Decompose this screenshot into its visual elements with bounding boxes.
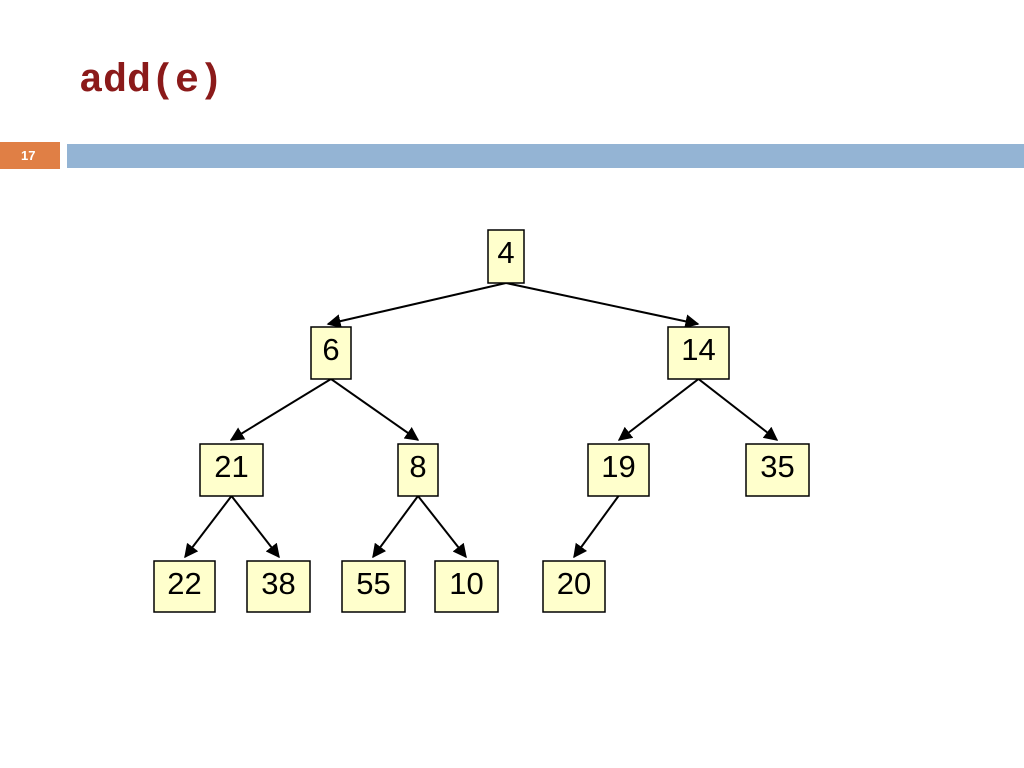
slide-title: add(e) <box>79 59 224 104</box>
heap-node-value: 4 <box>497 235 514 270</box>
heap-node-4: 4 <box>487 229 525 284</box>
heap-node-value: 38 <box>261 566 295 601</box>
edge-n21-n38 <box>230 495 280 559</box>
edge-n4-n6 <box>326 282 507 328</box>
title-rule-bar <box>67 144 1024 168</box>
heap-node-box <box>587 443 650 497</box>
heap-node-20: 20 <box>542 560 606 613</box>
heap-node-value: 19 <box>601 449 635 484</box>
page-number: 17 <box>21 148 36 163</box>
page-number-badge: 17 <box>0 142 60 169</box>
heap-node-10: 10 <box>434 560 499 613</box>
heap-node-value: 55 <box>356 566 390 601</box>
heap-edges <box>184 282 779 559</box>
heap-node-8: 8 <box>397 443 439 497</box>
edge-n21-n22 <box>184 495 233 559</box>
heap-node-box <box>434 560 499 613</box>
heap-node-22: 22 <box>153 560 216 613</box>
heap-node-value: 21 <box>214 449 248 484</box>
heap-node-value: 8 <box>409 449 426 484</box>
edge-n8-n55 <box>372 495 419 559</box>
heap-node-55: 55 <box>341 560 406 613</box>
heap-nodes: 4 6 14 21 8 19 35 22 38 55 10 20 <box>153 229 810 613</box>
heap-node-19: 19 <box>587 443 650 497</box>
heap-node-38: 38 <box>246 560 311 613</box>
heap-node-box <box>745 443 810 497</box>
heap-node-box <box>153 560 216 613</box>
heap-node-box <box>487 229 525 284</box>
heap-node-value: 10 <box>449 566 483 601</box>
heap-node-box <box>341 560 406 613</box>
heap-node-value: 22 <box>167 566 201 601</box>
heap-node-14: 14 <box>667 326 730 380</box>
heap-node-value: 14 <box>681 332 715 367</box>
edge-n6-n8 <box>330 378 420 441</box>
heap-node-box <box>667 326 730 380</box>
edge-n19-n20 <box>573 495 620 559</box>
heap-node-box <box>199 443 264 497</box>
heap-node-box <box>397 443 439 497</box>
heap-node-value: 35 <box>760 449 794 484</box>
heap-node-value: 6 <box>322 332 339 367</box>
heap-node-box <box>310 326 352 380</box>
heap-node-value: 20 <box>557 566 591 601</box>
heap-node-35: 35 <box>745 443 810 497</box>
heap-node-6: 6 <box>310 326 352 380</box>
edge-n6-n21 <box>229 378 332 441</box>
heap-node-box <box>542 560 606 613</box>
heap-node-21: 21 <box>199 443 264 497</box>
heap-node-box <box>246 560 311 613</box>
edge-n14-n35 <box>697 378 779 441</box>
edge-n4-n14 <box>505 282 700 329</box>
edge-n14-n19 <box>617 378 700 441</box>
edge-n8-n10 <box>417 495 467 559</box>
